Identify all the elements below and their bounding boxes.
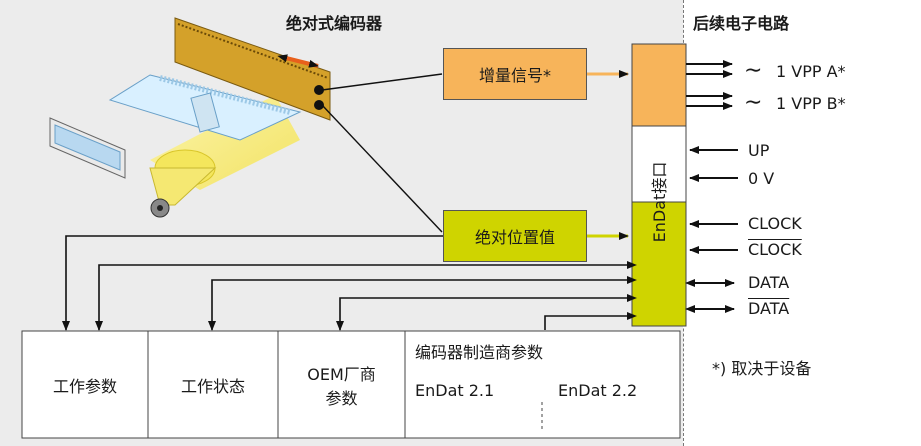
operating-status-cell: 工作状态 [180,376,245,396]
data-inverted-label: DATA [748,299,790,318]
encoder-illustration [49,17,443,233]
parameter-connection-lines [62,232,637,331]
box-to-interface-arrows [587,70,629,240]
signal-b-label: 1 VPP B* [776,94,846,113]
absolute-position-box: 绝对位置值 [443,210,587,262]
output-signal-arrows [685,60,738,313]
parameter-table-frame [21,330,681,439]
manufacturer-parameters-header: 编码器制造商参数 [415,343,544,362]
oem-line2: 参数 [325,388,358,408]
endat-21-label: EnDat 2.1 [415,381,495,400]
clock-label: CLOCK [748,214,802,233]
endat-interface-label: EnDat接口 [650,161,669,243]
oem-parameters-cell: OEM厂商 参数 [278,331,405,438]
ground-label: 0 V [748,169,775,188]
operating-parameters-cell: 工作参数 [52,376,117,396]
interface-absolute-section [631,201,687,327]
clock-inverted-label: CLOCK [748,240,802,259]
incremental-signal-box: 增量信号* [443,48,587,100]
oem-line1: OEM厂商 [307,364,376,384]
data-label: DATA [748,273,790,292]
sine-wave-icon: ∼ [744,58,763,83]
interface-incremental-section [631,43,687,127]
encoder-heading: 绝对式编码器 [286,14,383,33]
signal-a-label: 1 VPP A* [776,62,846,81]
footnote: *) 取决于设备 [712,359,812,378]
interface-power-section [631,125,687,203]
supply-voltage-label: UP [748,141,770,160]
electronics-heading: 后续电子电路 [693,14,790,33]
sine-wave-icon: ∼ [744,90,763,115]
endat-22-label: EnDat 2.2 [558,381,638,400]
